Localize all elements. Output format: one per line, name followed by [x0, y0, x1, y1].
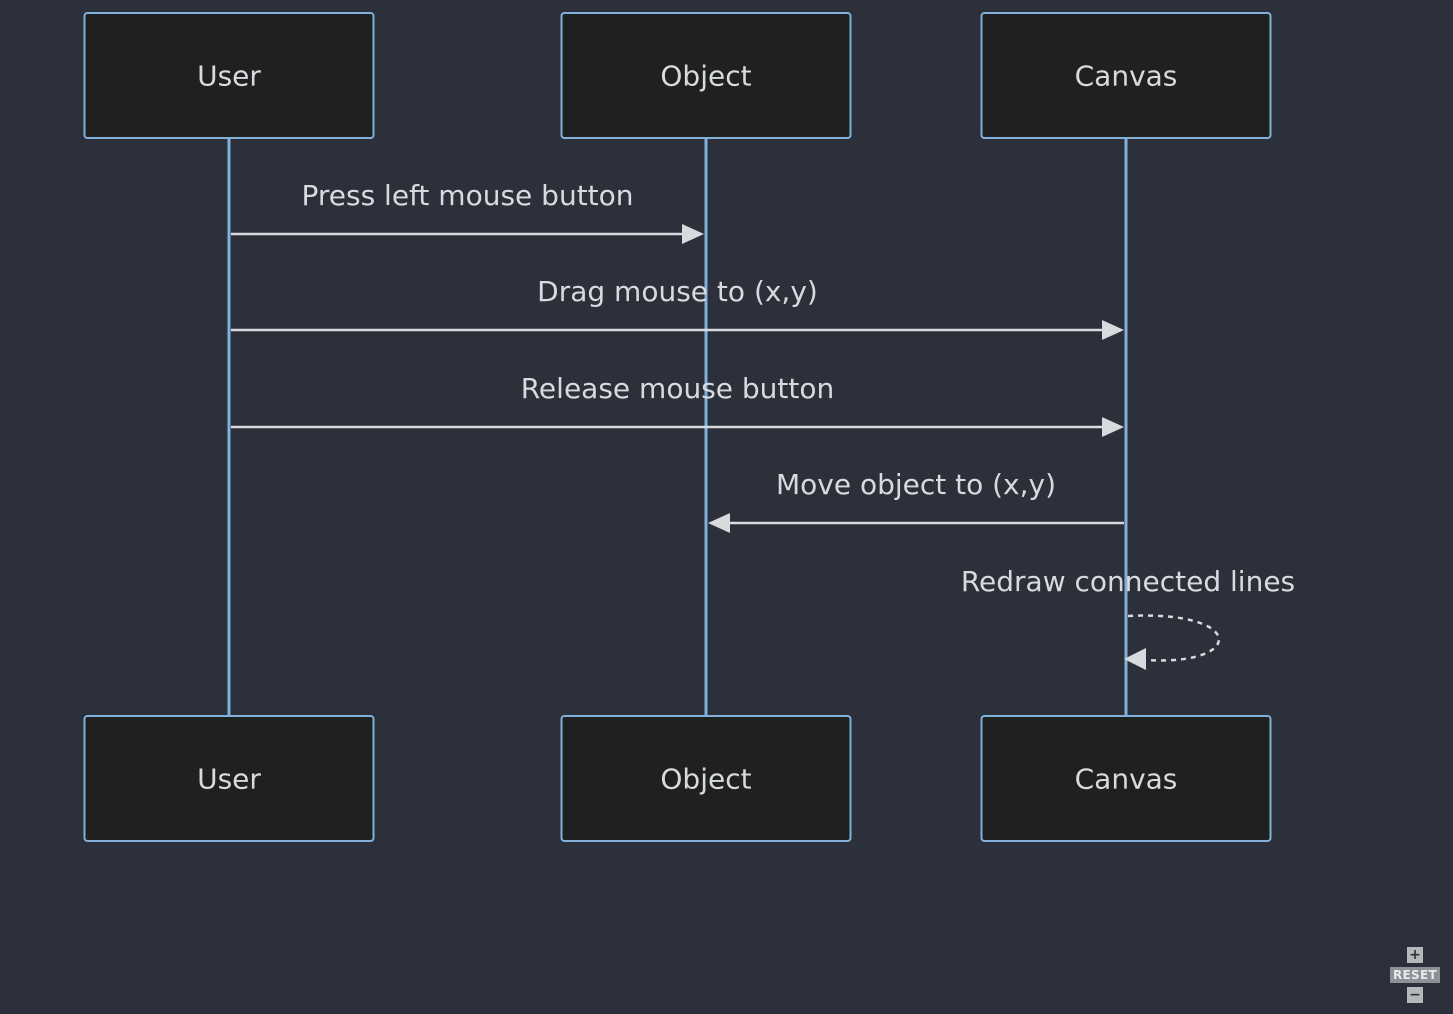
actor-box	[560, 12, 852, 139]
actor-label: User	[197, 763, 261, 796]
actor-box	[980, 12, 1272, 139]
actor-label: Canvas	[1075, 60, 1178, 93]
actor-top-user: User	[83, 12, 375, 139]
message-arrowhead	[1102, 320, 1124, 340]
message-4: Move object to (x,y)	[708, 468, 1124, 533]
actor-top-object: Object	[560, 12, 852, 139]
zoom-reset-button[interactable]: RESET	[1390, 967, 1440, 983]
message-3: Release mouse button	[231, 372, 1124, 437]
zoom-out-button[interactable]: −	[1407, 987, 1423, 1003]
message-label: Drag mouse to (x,y)	[537, 275, 818, 308]
message-arrowhead	[1102, 417, 1124, 437]
message-5: Redraw connected lines	[961, 565, 1295, 670]
message-label: Release mouse button	[521, 372, 835, 405]
actor-label: Canvas	[1075, 763, 1178, 796]
message-label: Move object to (x,y)	[776, 468, 1056, 501]
message-1: Press left mouse button	[231, 179, 704, 244]
actor-box	[83, 12, 375, 139]
actor-box	[83, 715, 375, 842]
zoom-in-button[interactable]: +	[1407, 947, 1423, 963]
actor-label: Object	[660, 763, 751, 796]
minus-icon: −	[1409, 987, 1421, 1003]
message-label: Redraw connected lines	[961, 565, 1295, 598]
zoom-controls: + RESET −	[1387, 947, 1443, 1003]
message-label: Press left mouse button	[301, 179, 633, 212]
actor-box	[980, 715, 1272, 842]
message-arrowhead	[1124, 648, 1146, 670]
actor-bottom-canvas: Canvas	[980, 715, 1272, 842]
actor-box	[560, 715, 852, 842]
actor-label: Object	[660, 60, 751, 93]
plus-icon: +	[1409, 947, 1421, 963]
message-arrowhead	[708, 513, 730, 533]
actor-bottom-user: User	[83, 715, 375, 842]
message-2: Drag mouse to (x,y)	[231, 275, 1124, 340]
message-arrowhead	[682, 224, 704, 244]
actor-label: User	[197, 60, 261, 93]
actor-bottom-object: Object	[560, 715, 852, 842]
actor-top-canvas: Canvas	[980, 12, 1272, 139]
